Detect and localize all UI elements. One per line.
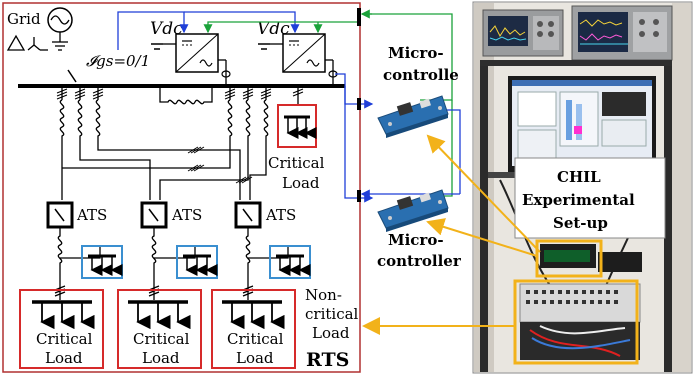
critical-load-1: Critical Load xyxy=(19,289,104,369)
hil-highlight xyxy=(513,279,639,365)
converter-1: Vdc xyxy=(150,19,231,86)
noncritical-label-line2: critical xyxy=(305,305,359,323)
ats-2-label: ATS xyxy=(171,206,202,224)
microcontroller-1-line2: controlle xyxy=(383,66,459,84)
microcontroller-2-line2: controller xyxy=(377,252,462,270)
ats-1-label: ATS xyxy=(76,206,107,224)
rts-label: RTS xyxy=(306,349,349,371)
hil-device-icon xyxy=(519,283,641,360)
rts-border xyxy=(2,2,361,373)
critical-load-1-line1: Critical xyxy=(36,330,93,348)
noncritical-loads: Non- critical Load xyxy=(81,245,359,342)
microcontroller-1: Micro- controlle xyxy=(377,44,459,138)
chil-label-line2: Experimental xyxy=(522,191,635,209)
ats-3-label: ATS xyxy=(265,206,296,224)
load-feeders xyxy=(54,227,289,300)
upper-critical-load-line1: Critical xyxy=(268,154,325,172)
critical-load-2: Critical Load xyxy=(117,289,202,369)
orange-arrows xyxy=(362,134,541,335)
microcontroller-2-line1: Micro- xyxy=(388,231,444,249)
ats-box-3 xyxy=(234,201,262,229)
critical-load-2-line1: Critical xyxy=(133,330,190,348)
ats-blocks: ATS ATS ATS xyxy=(46,201,296,229)
transformer-icon xyxy=(6,34,48,51)
noncritical-load-1 xyxy=(81,245,123,279)
critical-load-3-line2: Load xyxy=(236,349,274,367)
chil-photo: CHIL Experimental Set-up xyxy=(472,1,693,374)
grid-switch-label: 𝓘gs=0/1 xyxy=(86,52,150,70)
rack-controller-icon xyxy=(540,244,642,272)
upper-critical-load: Critical Load xyxy=(268,104,325,192)
board-1-icon xyxy=(377,95,449,138)
noncritical-label-line1: Non- xyxy=(305,286,342,304)
controller-highlight xyxy=(535,239,603,278)
grid-source: Grid 𝓘gs=0/1 xyxy=(6,7,150,83)
chil-label-line1: CHIL xyxy=(557,168,601,186)
critical-load-1-line2: Load xyxy=(45,349,83,367)
upper-critical-load-line2: Load xyxy=(282,174,320,192)
converter-2-label: Vdc xyxy=(257,19,290,39)
board-2-icon xyxy=(377,189,449,232)
microcontroller-1-line1: Micro- xyxy=(388,44,444,62)
critical-load-3-line1: Critical xyxy=(227,330,284,348)
critical-load-2-line2: Load xyxy=(142,349,180,367)
noncritical-load-3 xyxy=(269,245,311,279)
feeders xyxy=(56,86,304,200)
oscilloscope-icon xyxy=(482,5,673,61)
bottom-critical-loads: Critical Load Critical Load Critical Loa… xyxy=(19,289,296,369)
ground-icon xyxy=(52,41,68,51)
converter-1-label: Vdc xyxy=(150,19,183,39)
noncritical-label-line3: Load xyxy=(312,324,350,342)
converter-2: Vdc xyxy=(257,19,338,86)
monitor-icon xyxy=(508,76,656,172)
chil-label-box xyxy=(514,157,666,239)
critical-load-3: Critical Load xyxy=(211,289,296,369)
noncritical-load-2 xyxy=(176,245,218,279)
grid-switch xyxy=(67,69,77,83)
microcontroller-2: Micro- controller xyxy=(377,189,462,270)
chil-label-line3: Set-up xyxy=(553,214,608,232)
grid-label: Grid xyxy=(7,10,41,28)
